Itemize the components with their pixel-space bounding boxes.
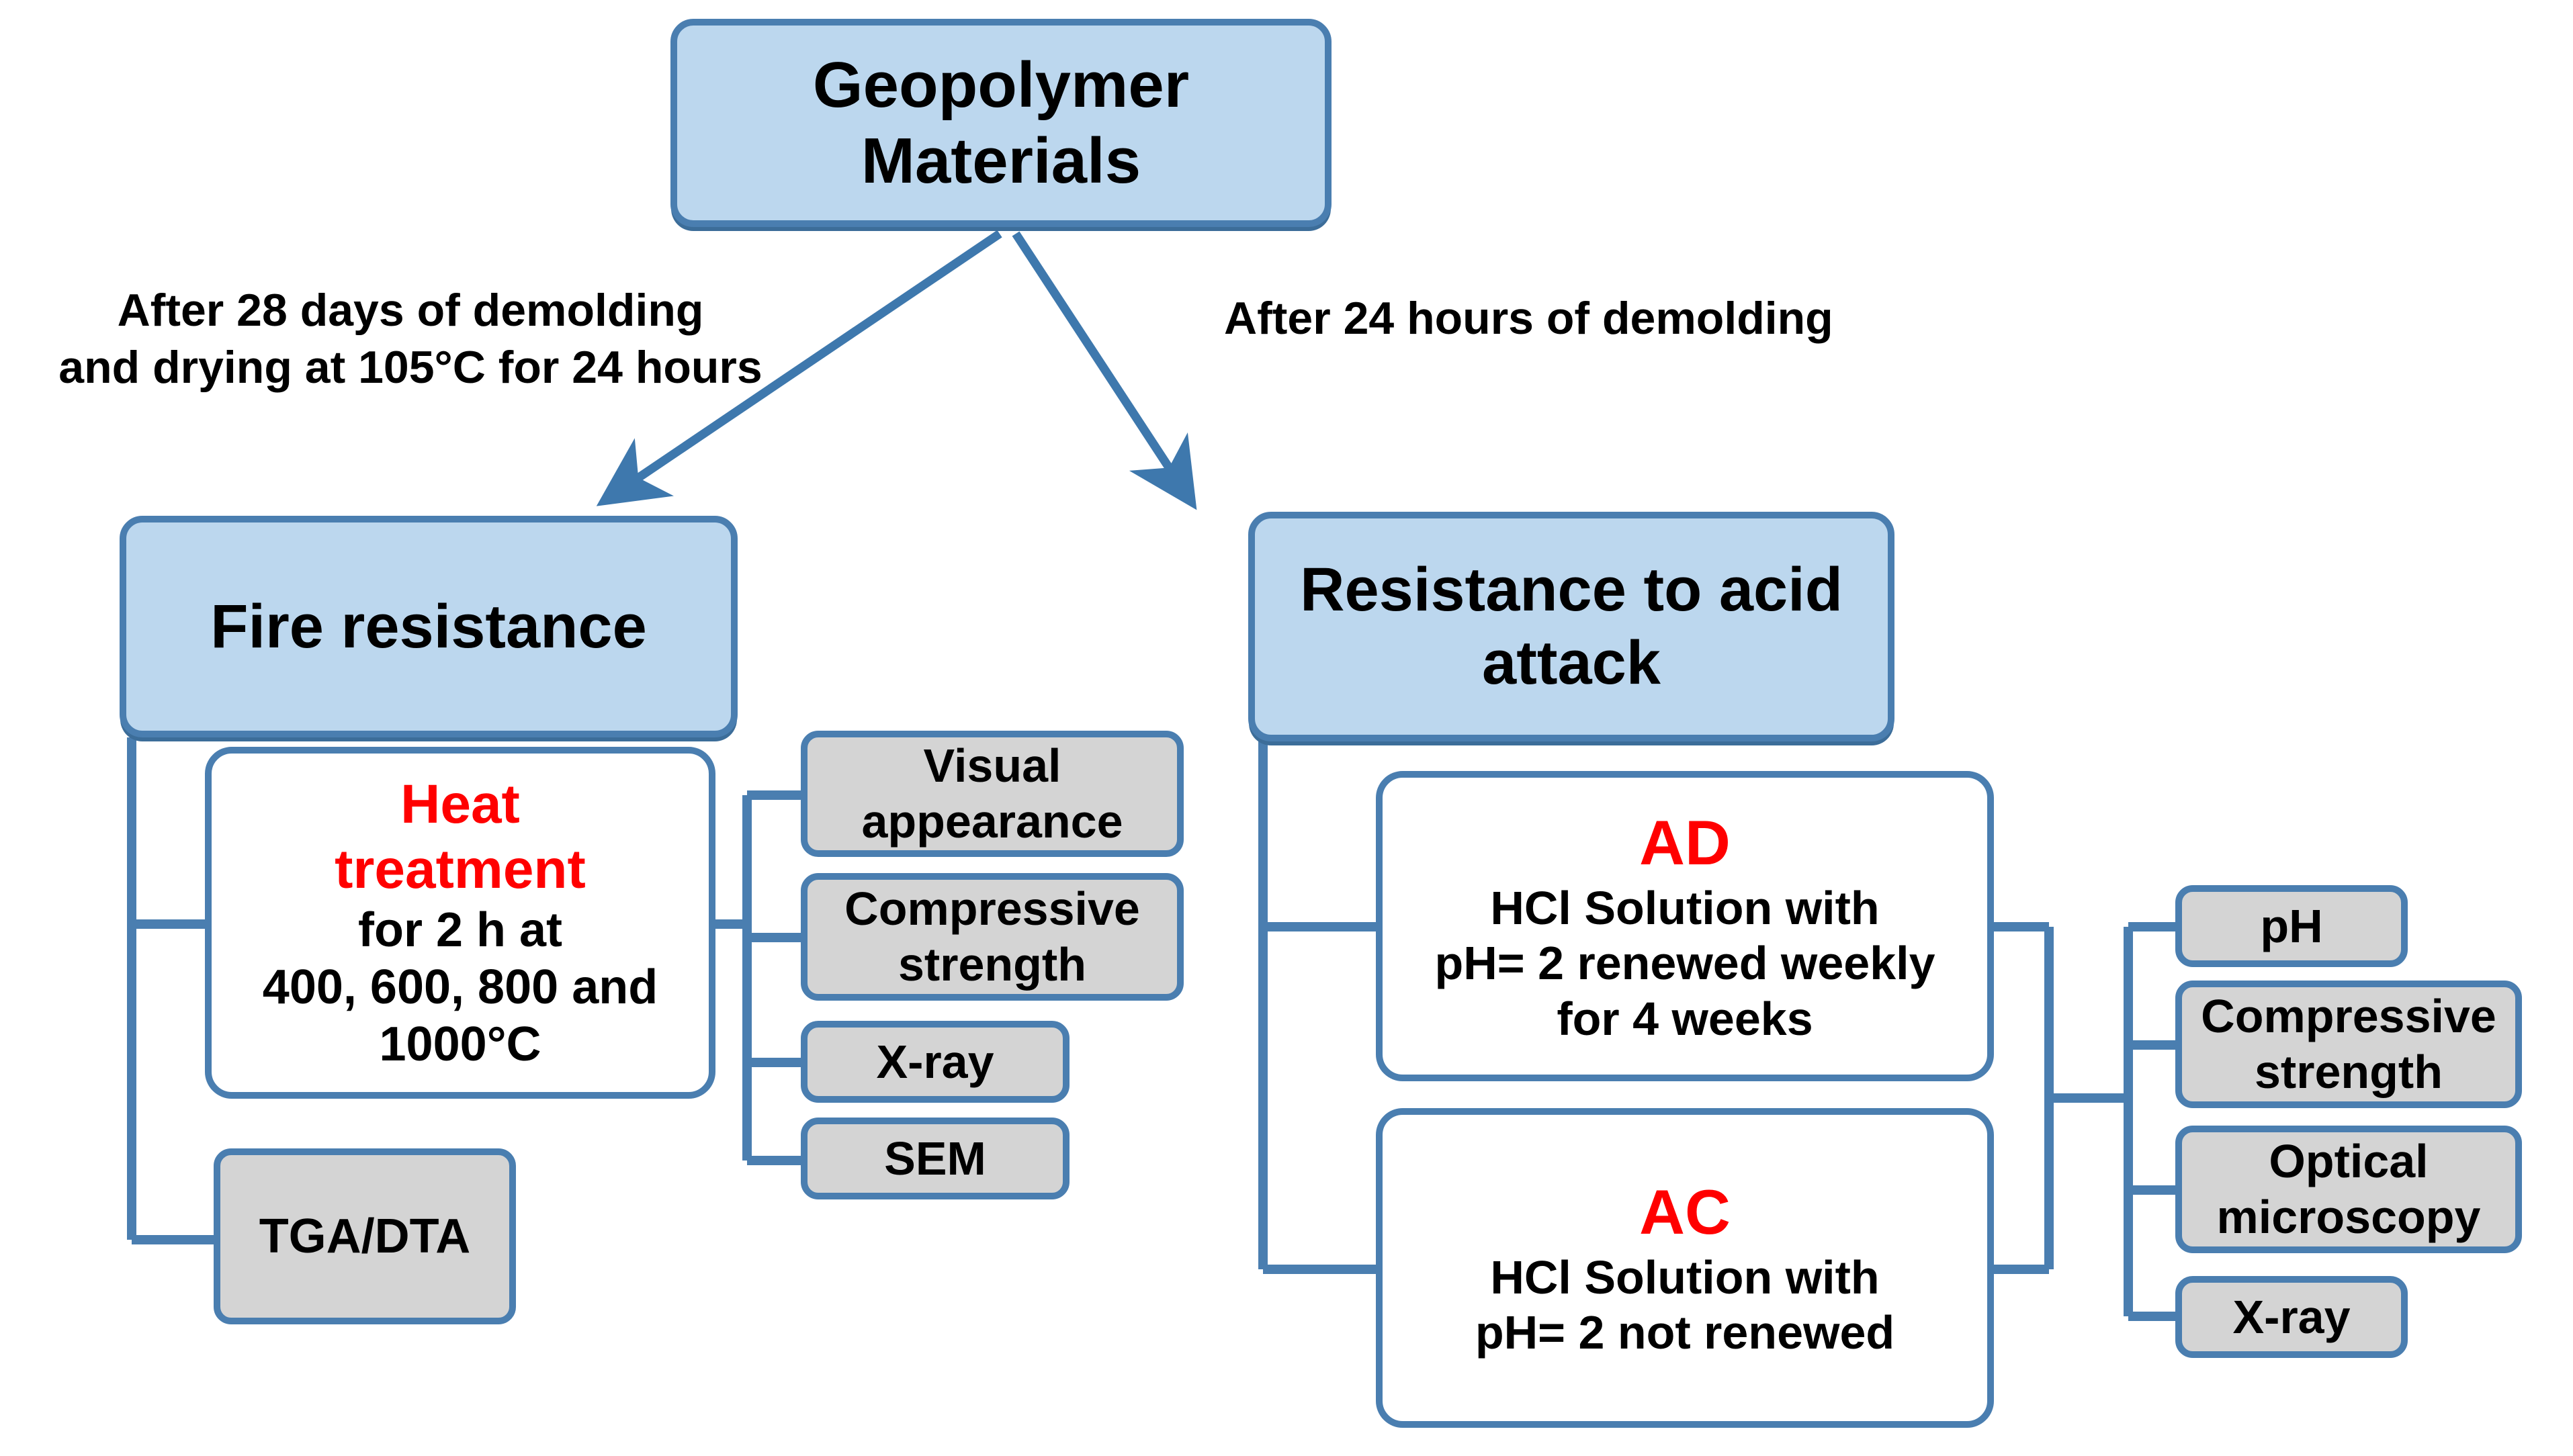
node-label-compressive-strength-acid: Compressive strength xyxy=(2201,990,2496,1098)
annotation-left-branch: After 28 days of demolding and drying at… xyxy=(58,285,762,393)
arrow-root-to-fire xyxy=(596,230,1002,506)
node-ph[interactable]: pH xyxy=(2175,885,2408,967)
node-heat-treatment[interactable]: Heat treatment for 2 h at 400, 600, 800 … xyxy=(205,747,715,1099)
node-label-sem: SEM xyxy=(884,1132,986,1185)
node-tga-dta[interactable]: TGA/DTA xyxy=(214,1148,516,1324)
node-label-visual-appearance: Visual appearance xyxy=(861,739,1123,848)
heat-tests-connectors xyxy=(715,790,803,1165)
node-fire-resistance[interactable]: Fire resistance xyxy=(120,516,738,737)
node-ad-solution[interactable]: AD HCl Solution with pH= 2 renewed weekl… xyxy=(1376,771,1994,1081)
annotation-right-branch: After 24 hours of demolding xyxy=(1224,293,1833,344)
node-ac-solution[interactable]: AC HCl Solution with pH= 2 not renewed xyxy=(1376,1108,1994,1428)
node-title-ad: AD xyxy=(1639,807,1731,878)
node-visual-appearance[interactable]: Visual appearance xyxy=(801,731,1184,857)
node-label-acid-attack: Resistance to acid attack xyxy=(1300,555,1843,697)
node-body-ac: HCl Solution with pH= 2 not renewed xyxy=(1475,1250,1895,1359)
acid-tests-connectors xyxy=(1992,922,2178,1321)
fire-branch-connectors xyxy=(127,737,222,1244)
arrow-root-to-acid xyxy=(1012,231,1197,510)
node-label-compressive-strength-fire: Compressive strength xyxy=(844,882,1140,991)
node-optical-microscopy[interactable]: Optical microscopy xyxy=(2175,1126,2522,1253)
node-body-heat-treatment: for 2 h at 400, 600, 800 and 1000°C xyxy=(262,903,658,1072)
node-label-optical-microscopy: Optical microscopy xyxy=(2216,1135,2481,1243)
acid-branch-connectors xyxy=(1258,741,1379,1274)
node-label-xray-acid: X-ray xyxy=(2232,1290,2351,1343)
node-sem[interactable]: SEM xyxy=(801,1118,1070,1199)
node-title-heat-treatment: Heat treatment xyxy=(335,773,586,900)
node-label-fire-resistance: Fire resistance xyxy=(210,592,647,661)
node-label-xray-fire: X-ray xyxy=(876,1035,994,1088)
node-compressive-strength-acid[interactable]: Compressive strength xyxy=(2175,981,2522,1108)
node-geopolymer-materials[interactable]: Geopolymer Materials xyxy=(670,19,1332,227)
node-label-ph: pH xyxy=(2260,899,2323,952)
node-label-root: Geopolymer Materials xyxy=(812,48,1190,197)
node-title-ac: AC xyxy=(1639,1176,1731,1247)
node-body-ad: HCl Solution with pH= 2 renewed weekly f… xyxy=(1434,881,1935,1045)
node-xray-fire[interactable]: X-ray xyxy=(801,1021,1070,1103)
node-compressive-strength-fire[interactable]: Compressive strength xyxy=(801,873,1184,1001)
node-xray-acid[interactable]: X-ray xyxy=(2175,1276,2408,1358)
node-resistance-to-acid-attack[interactable]: Resistance to acid attack xyxy=(1248,512,1894,741)
node-label-tga-dta: TGA/DTA xyxy=(259,1209,471,1263)
